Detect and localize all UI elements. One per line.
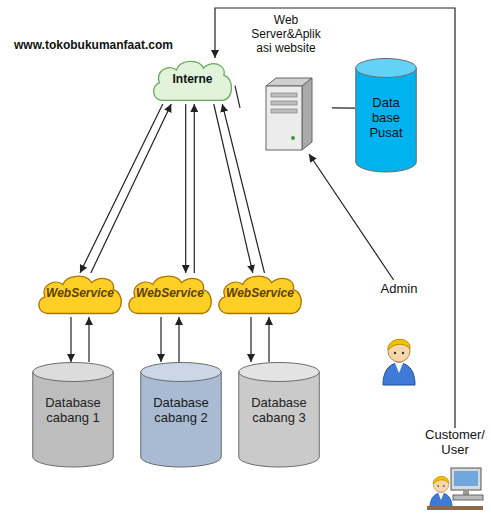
connector (215, 8, 455, 428)
node-label: Database cabang 2 (140, 396, 222, 426)
branch-database: Database cabang 3 (238, 362, 320, 467)
node-label: Data base Pusat (355, 96, 417, 141)
branch-database: Database cabang 2 (140, 362, 222, 467)
connector (222, 104, 264, 273)
node-label: WebService (125, 287, 215, 301)
connector (250, 317, 251, 362)
connector (178, 317, 179, 362)
central-database: Data base Pusat (355, 58, 417, 172)
connector (160, 317, 161, 362)
branch-database: Database cabang 1 (32, 362, 114, 467)
connector (88, 317, 89, 362)
connector (332, 107, 355, 109)
connector (268, 317, 269, 362)
site-url: www.tokobukumanfaat.com (14, 38, 173, 52)
node-label: WebService (215, 287, 305, 301)
connector (91, 104, 171, 273)
admin-actor: Admin (372, 280, 426, 395)
connector (70, 317, 71, 362)
admin-shape (372, 280, 426, 395)
connector (214, 104, 253, 273)
webservice-cloud: WebService (125, 273, 215, 317)
node-label: Admin (372, 282, 426, 297)
node-label: Web Server&Aplik asi website (240, 14, 332, 55)
web-server: Web Server&Aplik asi website (240, 14, 332, 154)
node-label: WebService (35, 287, 125, 301)
connector (194, 104, 195, 273)
node-label: Interne (150, 73, 235, 87)
connector (235, 86, 240, 108)
connector (185, 104, 186, 273)
node-label: Database cabang 1 (32, 396, 114, 426)
webservice-cloud: WebService (215, 273, 305, 317)
webservice-cloud: WebService (35, 273, 125, 317)
connector (80, 104, 163, 273)
node-label: Database cabang 3 (238, 396, 320, 426)
internet-cloud: Interne (150, 58, 235, 104)
connector (309, 154, 394, 280)
node-label: Customer/ User (419, 428, 491, 458)
customer-actor: Customer/ User (419, 428, 491, 512)
